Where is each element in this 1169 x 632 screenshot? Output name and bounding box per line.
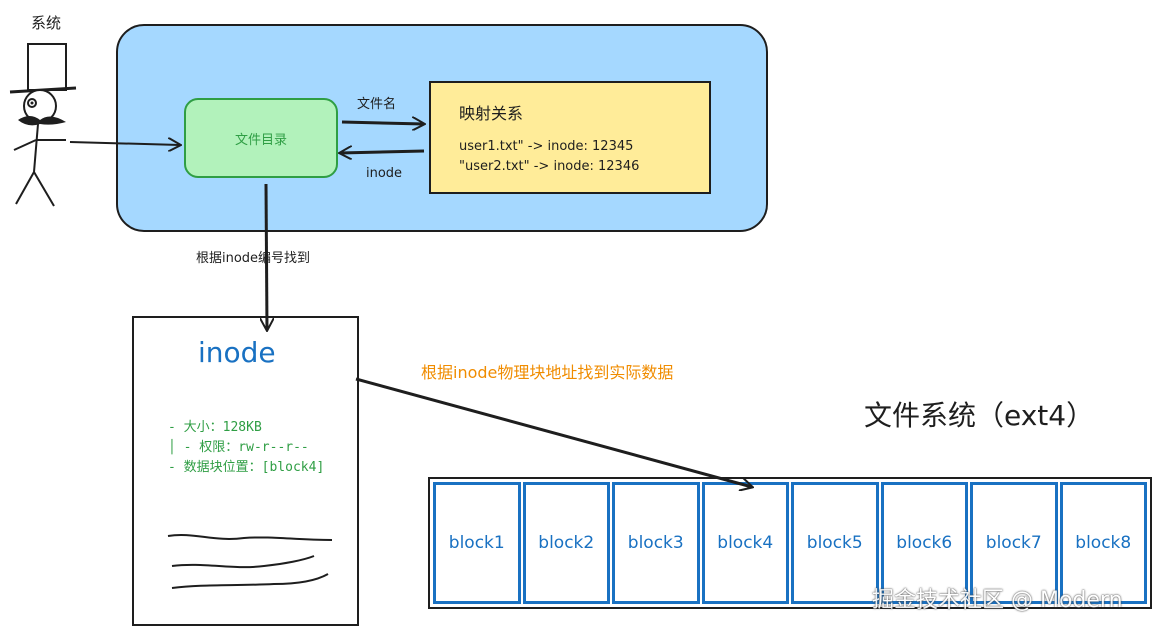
mapping-line: user1.txt" -> inode: 12345 xyxy=(459,139,634,154)
inode-attr-line: - 大小：128KB xyxy=(168,420,262,435)
directory-label: 文件目录 xyxy=(234,132,287,148)
block-cell: block4 xyxy=(701,482,789,604)
stick-figure-icon xyxy=(9,43,77,207)
filesystem-title: 文件系统（ext4） xyxy=(864,399,1095,432)
inode-title: inode xyxy=(198,336,276,369)
watermark: 掘金技术社区 @ Modern xyxy=(872,588,1123,613)
physical-lookup-label: 根据inode物理块地址找到实际数据 xyxy=(421,363,674,382)
filename-arrow-label: 文件名 xyxy=(357,97,397,112)
block-cell: block5 xyxy=(791,482,879,604)
block-label: block7 xyxy=(985,533,1042,553)
scribble-lines-icon xyxy=(167,534,333,589)
inode-attr-line: - 数据块位置：[block4] xyxy=(168,460,325,475)
block-label: block3 xyxy=(627,533,684,553)
block-label: block1 xyxy=(448,533,505,553)
block-cell: block1 xyxy=(433,482,521,604)
lookup-arrow-label: 根据inode编号找到 xyxy=(196,251,311,266)
block-label: block8 xyxy=(1075,533,1132,553)
block-cell: block8 xyxy=(1059,482,1147,604)
block-label: block5 xyxy=(806,533,863,553)
block-cell: block2 xyxy=(522,482,610,604)
block-label: block4 xyxy=(717,533,774,553)
inode-box: inode - 大小：128KB │ - 权限：rw-r--r-- - 数据块位… xyxy=(132,316,359,626)
mapping-line: "user2.txt" -> inode: 12346 xyxy=(459,159,640,174)
mapping-box: 映射关系 user1.txt" -> inode: 12345 "user2.t… xyxy=(429,81,711,194)
actor-label: 系统 xyxy=(31,14,62,32)
block-label: block2 xyxy=(538,533,595,553)
block-cell: block6 xyxy=(880,482,968,604)
block-cell: block3 xyxy=(612,482,700,604)
block-cell: block7 xyxy=(970,482,1058,604)
inode-attr-line: │ - 权限：rw-r--r-- xyxy=(168,440,309,455)
inode-arrow-label: inode xyxy=(366,166,403,181)
mapping-title: 映射关系 xyxy=(459,104,524,123)
directory-box: 文件目录 xyxy=(184,98,338,178)
block-label: block6 xyxy=(896,533,953,553)
